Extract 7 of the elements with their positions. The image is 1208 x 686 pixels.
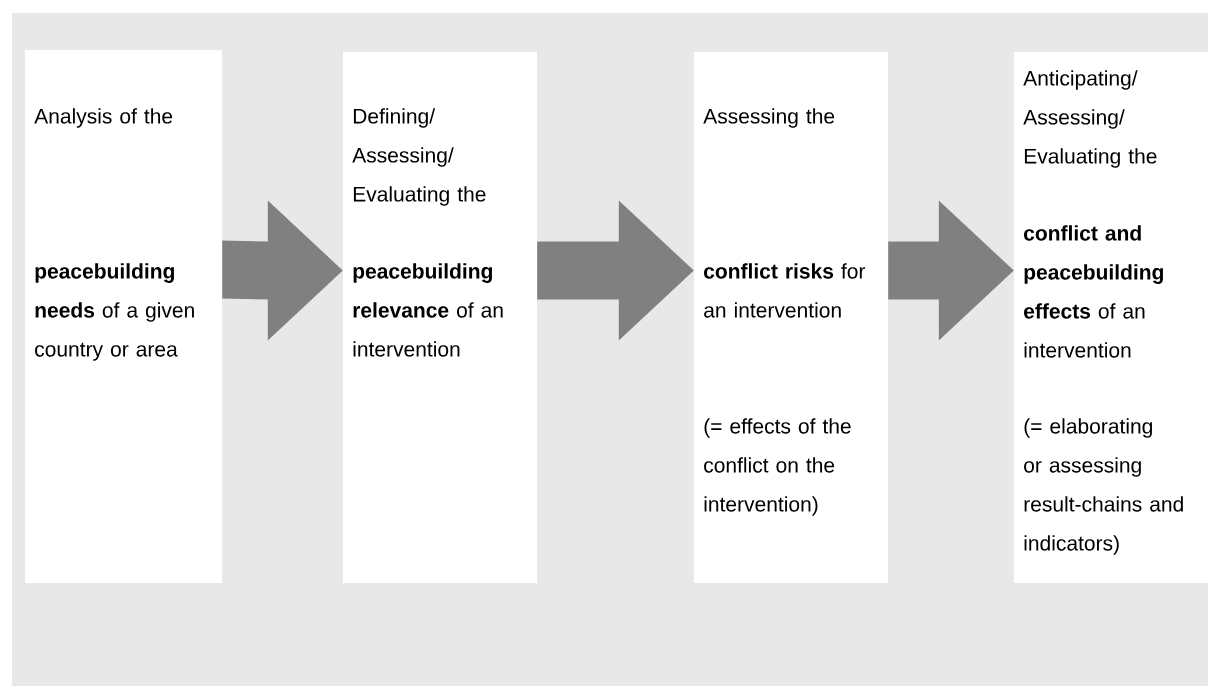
step-box: Assessing the conflict risks for an intervention (= effects of the conflict on the intervention) [694, 52, 888, 583]
block-arrow [222, 200, 343, 341]
step-box: Defining/ Assessing/ Evaluating the peacebuilding relevance of an intervention [343, 52, 537, 583]
step-box: Anticipating/ Assessing/ Evaluating the conflict and peacebuilding effects of an intervention (= elaborating or assessing result-chains and indicators) [1014, 52, 1208, 583]
block-arrow [537, 200, 694, 341]
step-box: Analysis of the peacebuilding needs of a given country or area [25, 50, 222, 583]
block-arrow [888, 200, 1014, 341]
